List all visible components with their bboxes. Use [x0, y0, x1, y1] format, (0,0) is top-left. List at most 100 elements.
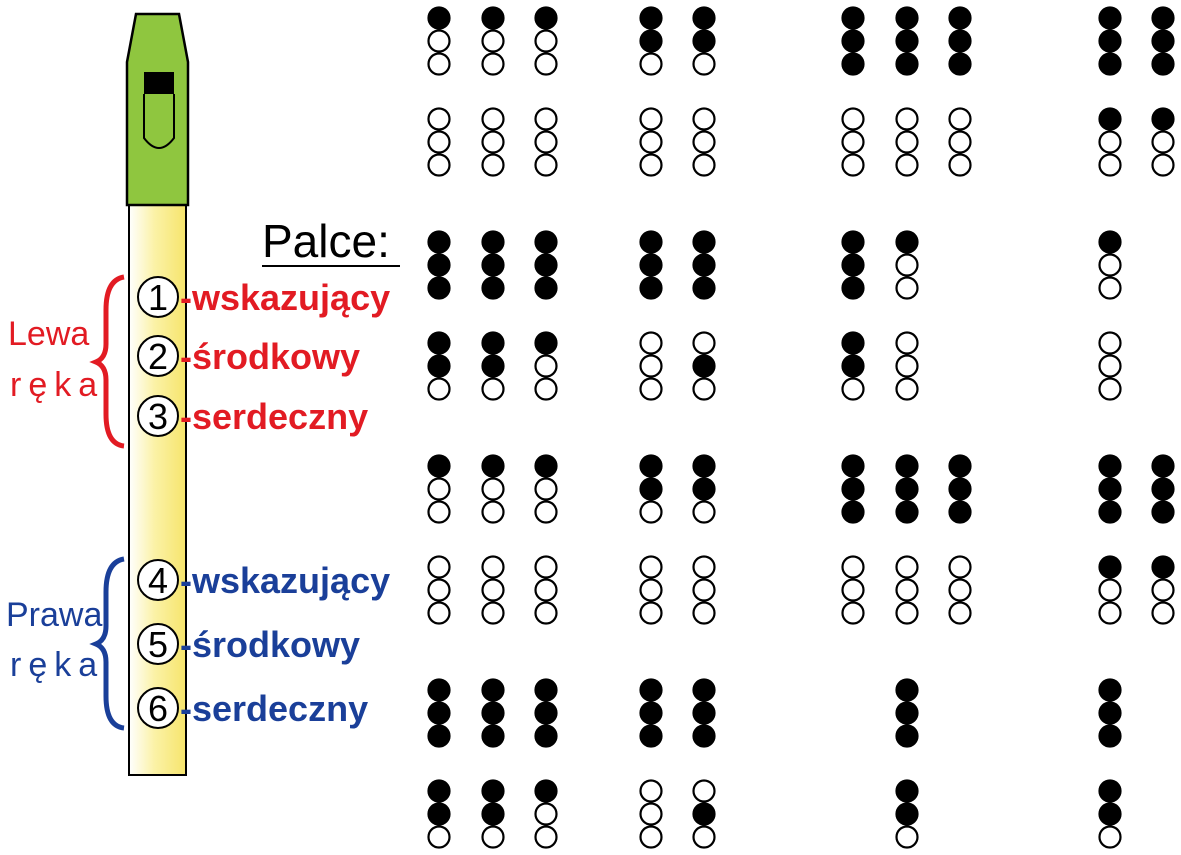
closed-hole	[895, 52, 919, 76]
open-hole	[692, 825, 716, 849]
fingering-diagram	[948, 454, 972, 625]
finger-5: 5 -środkowy	[137, 623, 360, 665]
open-hole	[427, 555, 451, 579]
closed-hole	[427, 802, 451, 826]
open-hole	[534, 601, 558, 625]
finger-number-circle	[137, 623, 179, 665]
open-hole	[1098, 130, 1122, 154]
closed-hole	[1098, 555, 1122, 579]
finger-name: -wskazujący	[180, 277, 390, 318]
closed-hole	[481, 701, 505, 725]
fingering-diagram	[481, 678, 505, 849]
closed-hole	[895, 454, 919, 478]
open-hole	[1098, 377, 1122, 401]
open-hole	[639, 354, 663, 378]
closed-hole	[639, 6, 663, 30]
left-hand-label-line1: Lewa	[8, 315, 89, 353]
closed-hole	[481, 276, 505, 300]
finger-number: 3	[148, 396, 168, 437]
fingering-diagram	[639, 678, 663, 849]
closed-hole	[692, 701, 716, 725]
fingering-diagram	[1098, 454, 1122, 625]
closed-hole	[1098, 500, 1122, 524]
open-hole	[534, 802, 558, 826]
closed-hole	[534, 701, 558, 725]
open-hole	[692, 601, 716, 625]
open-hole	[639, 555, 663, 579]
open-hole	[692, 107, 716, 131]
finger-number: 5	[148, 624, 168, 665]
closed-hole	[639, 454, 663, 478]
fingering-diagram	[692, 230, 716, 401]
open-hole	[427, 601, 451, 625]
fingering-diagram	[692, 678, 716, 849]
left-hand-section: Lewa ręka	[8, 274, 125, 449]
open-hole	[1098, 331, 1122, 355]
closed-hole	[948, 500, 972, 524]
open-hole	[639, 52, 663, 76]
closed-hole	[1151, 6, 1175, 30]
closed-hole	[1098, 52, 1122, 76]
open-hole	[1098, 601, 1122, 625]
fingering-diagram	[427, 678, 451, 849]
fingering-diagram	[481, 6, 505, 177]
closed-hole	[427, 331, 451, 355]
fingering-diagram	[1151, 6, 1175, 177]
closed-hole	[481, 779, 505, 803]
closed-hole	[1098, 230, 1122, 254]
open-hole	[427, 153, 451, 177]
open-hole	[895, 825, 919, 849]
closed-hole	[639, 29, 663, 53]
open-hole	[534, 29, 558, 53]
closed-hole	[948, 52, 972, 76]
open-hole	[534, 354, 558, 378]
finger-number-circle	[137, 559, 179, 601]
open-hole	[692, 130, 716, 154]
finger-6: 6 -serdeczny	[137, 687, 368, 729]
closed-hole	[481, 724, 505, 748]
closed-hole	[534, 6, 558, 30]
open-hole	[481, 500, 505, 524]
closed-hole	[1098, 724, 1122, 748]
whistle-window	[144, 72, 174, 94]
fingering-diagrams	[427, 6, 1175, 849]
fingering-diagram	[1098, 6, 1122, 177]
closed-hole	[1098, 701, 1122, 725]
open-hole	[639, 331, 663, 355]
open-hole	[639, 601, 663, 625]
closed-hole	[481, 802, 505, 826]
right-hand-brace	[89, 556, 125, 731]
closed-hole	[692, 802, 716, 826]
open-hole	[534, 555, 558, 579]
open-hole	[692, 377, 716, 401]
closed-hole	[639, 230, 663, 254]
open-hole	[534, 825, 558, 849]
fingering-diagram	[481, 230, 505, 401]
fingering-diagram	[895, 454, 919, 625]
fingering-diagram	[895, 678, 919, 849]
open-hole	[692, 153, 716, 177]
closed-hole	[427, 6, 451, 30]
closed-hole	[1151, 29, 1175, 53]
finger-name: -wskazujący	[180, 560, 390, 601]
fingering-diagram	[534, 230, 558, 401]
closed-hole	[1098, 29, 1122, 53]
open-hole	[1151, 601, 1175, 625]
closed-hole	[427, 454, 451, 478]
closed-hole	[1098, 6, 1122, 30]
finger-number-circle	[137, 335, 179, 377]
closed-hole	[481, 354, 505, 378]
fingering-diagram	[692, 454, 716, 625]
open-hole	[427, 107, 451, 131]
closed-hole	[948, 29, 972, 53]
open-hole	[427, 29, 451, 53]
fingering-diagram	[948, 6, 972, 177]
fingering-diagram	[427, 454, 451, 625]
closed-hole	[1151, 500, 1175, 524]
whistle-mouthpiece	[125, 12, 190, 207]
closed-hole	[534, 678, 558, 702]
finger-1: 1 -wskazujący	[137, 276, 390, 318]
open-hole	[692, 500, 716, 524]
open-hole	[534, 377, 558, 401]
